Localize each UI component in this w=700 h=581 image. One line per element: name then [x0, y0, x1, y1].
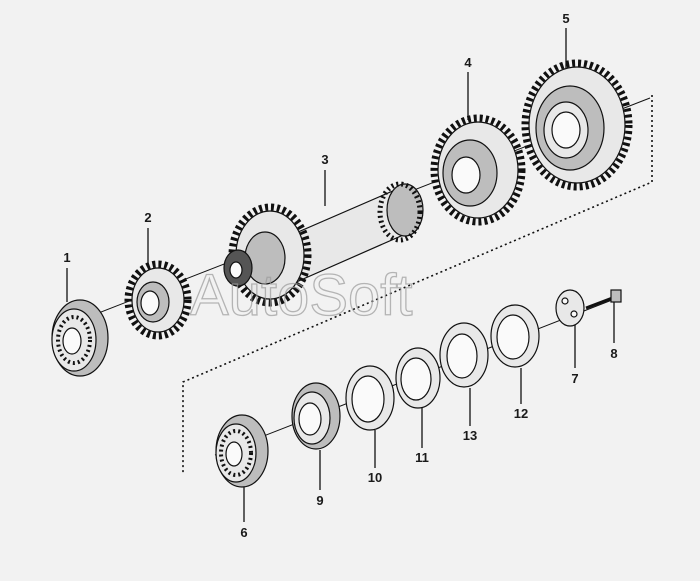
callout-3: 3	[321, 152, 328, 167]
callout-1: 1	[63, 250, 70, 265]
callouts: 1 2 3 4 5 6 7 8 9 10 11 13 12	[63, 11, 617, 540]
part-4-gear	[430, 114, 526, 226]
subassembly-frame	[182, 95, 653, 475]
part-5-gear	[521, 59, 633, 191]
part-11-washer	[395, 347, 441, 409]
part-7-plate	[555, 289, 585, 327]
callout-9: 9	[316, 493, 323, 508]
callout-8: 8	[610, 346, 617, 361]
part-13-washer	[439, 322, 489, 388]
callout-5: 5	[562, 11, 569, 26]
part-3-shaft	[223, 181, 424, 307]
callout-4: 4	[464, 55, 472, 70]
callout-11: 11	[415, 450, 429, 465]
callout-6: 6	[240, 525, 247, 540]
part-1-bearing	[51, 299, 109, 377]
watermark-text: AutoSoft	[190, 263, 412, 328]
callout-12: 12	[514, 406, 528, 421]
part-8-bolt	[585, 289, 622, 310]
callout-2: 2	[144, 210, 151, 225]
part-6-bearing	[215, 414, 269, 488]
part-9-seal	[291, 382, 341, 450]
part-12-washer	[490, 304, 540, 368]
leader-lines	[66, 28, 615, 522]
callout-13: 13	[463, 428, 477, 443]
callout-7: 7	[571, 371, 578, 386]
part-10-washer	[345, 365, 395, 431]
part-2-gear	[124, 260, 192, 340]
callout-10: 10	[368, 470, 382, 485]
